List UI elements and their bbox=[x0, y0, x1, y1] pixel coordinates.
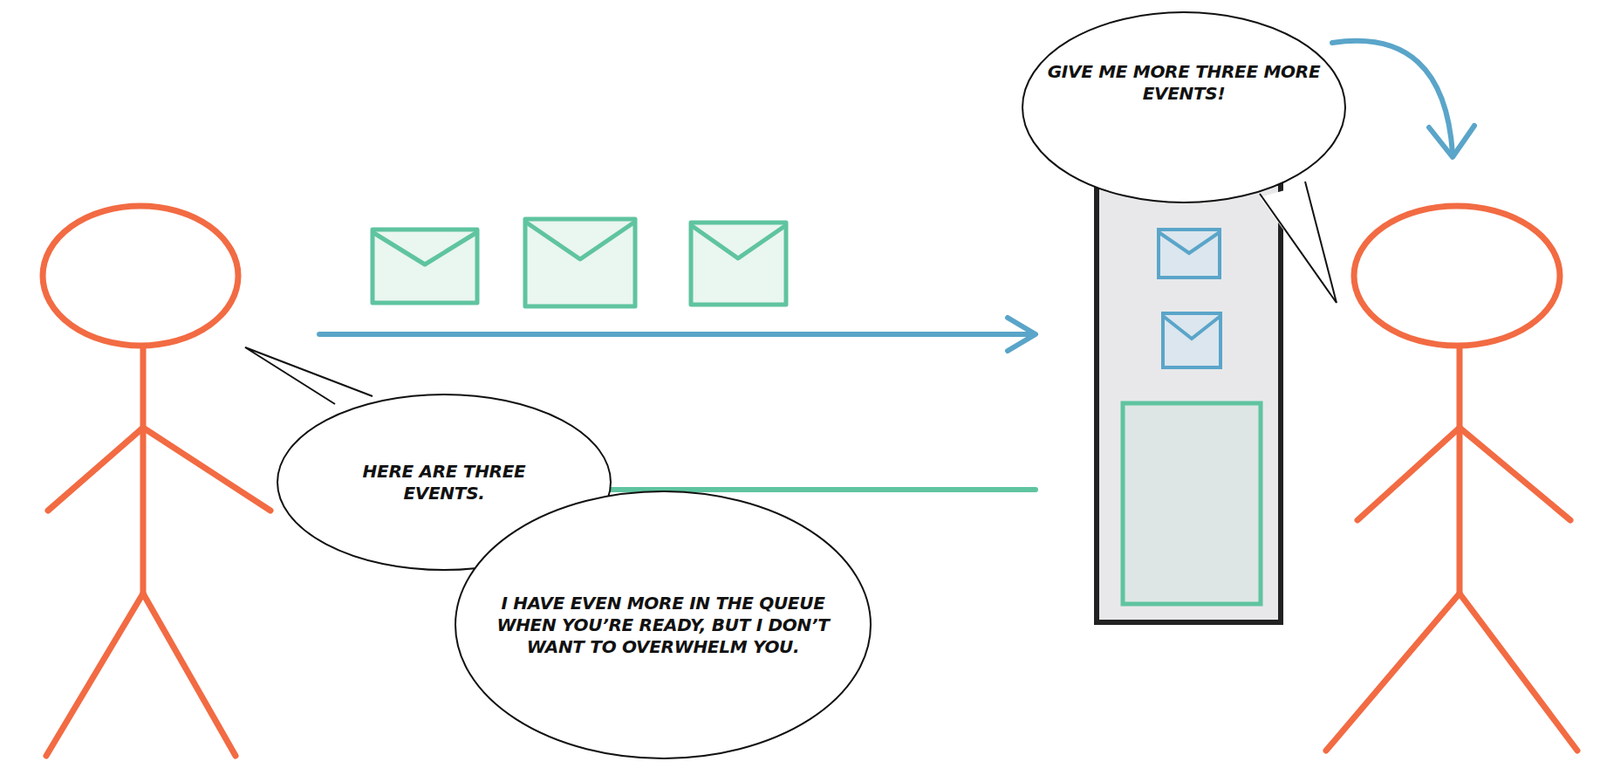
event-flow-arrow bbox=[319, 317, 1036, 351]
bubble-text-group: I HAVE EVEN MORE IN THE QUEUE WHEN YOU’R… bbox=[484, 592, 842, 658]
bubble-outline bbox=[1020, 10, 1348, 205]
right-stick-figure bbox=[1326, 205, 1578, 751]
speech-text: GIVE ME MORE THREE MORE EVENTS! bbox=[1035, 61, 1333, 105]
bubble-text-group: GIVE ME MORE THREE MORE EVENTS! bbox=[1035, 61, 1333, 105]
left-stick-figure bbox=[42, 205, 271, 756]
speech-bubble: I HAVE EVEN MORE IN THE QUEUE WHEN YOU’R… bbox=[453, 489, 873, 760]
event-envelopes bbox=[372, 218, 787, 307]
speech-text: I HAVE EVEN MORE IN THE QUEUE WHEN YOU’R… bbox=[484, 592, 842, 658]
bubble-text-group: HERE ARE THREE EVENTS. bbox=[326, 460, 562, 505]
speech-bubble: GIVE ME MORE THREE MORE EVENTS! bbox=[1020, 10, 1348, 205]
speech-text: HERE ARE THREE EVENTS. bbox=[326, 460, 562, 505]
bubble-ellipse bbox=[1022, 12, 1346, 203]
bubble-ellipse bbox=[455, 491, 871, 759]
queue-buffer bbox=[1096, 183, 1281, 623]
bubble-tail bbox=[1259, 181, 1337, 303]
bubble-tail bbox=[245, 347, 373, 408]
request-arrow bbox=[1332, 41, 1475, 158]
